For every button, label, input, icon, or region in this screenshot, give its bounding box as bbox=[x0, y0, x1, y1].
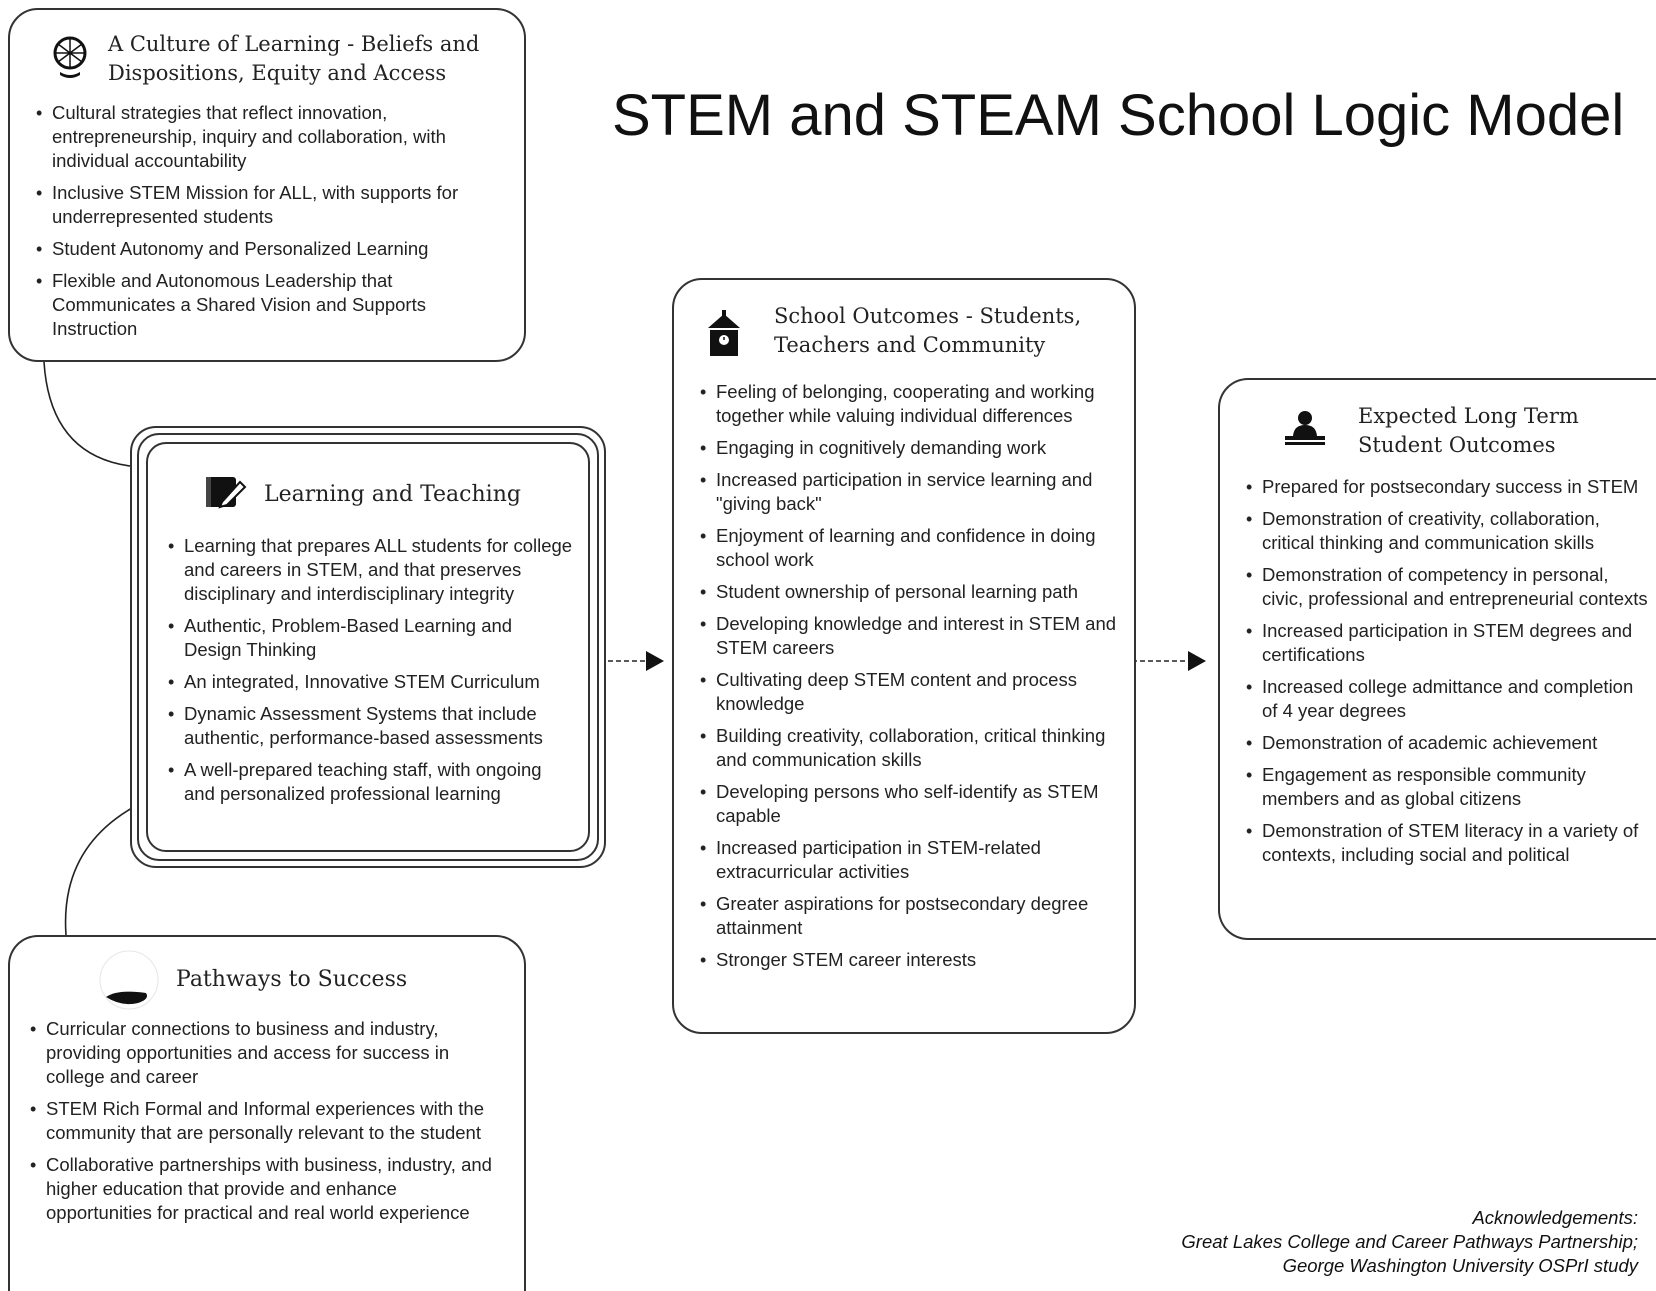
list-item: Greater aspirations for postsecondary de… bbox=[696, 892, 1120, 940]
learning-box-title: Learning and Teaching bbox=[264, 482, 521, 507]
arrowhead-to-longterm bbox=[1188, 651, 1206, 671]
connector-culture-to-learning bbox=[43, 361, 131, 467]
list-item: STEM Rich Formal and Informal experience… bbox=[26, 1097, 506, 1145]
list-item: Increased college admittance and complet… bbox=[1242, 675, 1652, 723]
list-item: Engaging in cognitively demanding work bbox=[696, 436, 1120, 460]
notebook-pencil-icon bbox=[206, 477, 247, 509]
list-item: Stronger STEM career interests bbox=[696, 948, 1120, 972]
list-item: Cultural strategies that reflect innovat… bbox=[32, 101, 502, 173]
pathways-box-title: Pathways to Success bbox=[176, 967, 408, 992]
acknowledgements: Acknowledgements: Great Lakes College an… bbox=[1181, 1206, 1638, 1278]
list-item: A well-prepared teaching staff, with ong… bbox=[164, 758, 574, 806]
list-item: Learning that prepares ALL students for … bbox=[164, 534, 574, 606]
list-item: Inclusive STEM Mission for ALL, with sup… bbox=[32, 181, 502, 229]
page-title: STEM and STEAM School Logic Model bbox=[612, 83, 1625, 148]
school-items-list: Feeling of belonging, cooperating and wo… bbox=[696, 380, 1120, 980]
list-item: Feeling of belonging, cooperating and wo… bbox=[696, 380, 1120, 428]
learning-items-list: Learning that prepares ALL students for … bbox=[164, 534, 574, 814]
list-item: Increased participation in STEM-related … bbox=[696, 836, 1120, 884]
list-item: Curricular connections to business and i… bbox=[26, 1017, 506, 1089]
list-item: An integrated, Innovative STEM Curriculu… bbox=[164, 670, 574, 694]
connector-learning-to-pathways bbox=[64, 807, 133, 936]
list-item: Developing persons who self-identify as … bbox=[696, 780, 1120, 828]
school-outcomes-box: School Outcomes - Students, Teachers and… bbox=[672, 278, 1136, 1034]
long-term-outcomes-box: Expected Long Term Student Outcomes Prep… bbox=[1218, 378, 1656, 940]
list-item: Student ownership of personal learning p… bbox=[696, 580, 1120, 604]
acknowledgements-line: George Washington University OSPrI study bbox=[1282, 1255, 1638, 1276]
acknowledgements-heading: Acknowledgements: bbox=[1472, 1207, 1638, 1228]
culture-of-learning-box: A Culture of Learning - Beliefs and Disp… bbox=[8, 8, 526, 362]
list-item: Demonstration of STEM literacy in a vari… bbox=[1242, 819, 1652, 867]
list-item: Building creativity, collaboration, crit… bbox=[696, 724, 1120, 772]
pathways-box: Pathways to Success Curricular connectio… bbox=[8, 935, 526, 1291]
list-item: Prepared for postsecondary success in ST… bbox=[1242, 475, 1652, 499]
pathways-items-list: Curricular connections to business and i… bbox=[26, 1017, 506, 1233]
acknowledgements-line: Great Lakes College and Career Pathways … bbox=[1181, 1231, 1638, 1252]
list-item: Demonstration of academic achievement bbox=[1242, 731, 1652, 755]
student-at-desk-icon bbox=[1285, 411, 1325, 445]
culture-box-title: A Culture of Learning - Beliefs and Disp… bbox=[108, 32, 480, 85]
schoolhouse-icon bbox=[708, 310, 740, 356]
list-item: Authentic, Problem-Based Learning and De… bbox=[164, 614, 574, 662]
school-box-title: School Outcomes - Students, Teachers and… bbox=[774, 304, 1082, 357]
list-item: Increased participation in service learn… bbox=[696, 468, 1120, 516]
list-item: Developing knowledge and interest in STE… bbox=[696, 612, 1120, 660]
list-item: Demonstration of creativity, collaborati… bbox=[1242, 507, 1652, 555]
list-item: Cultivating deep STEM content and proces… bbox=[696, 668, 1120, 716]
list-item: Collaborative partnerships with business… bbox=[26, 1153, 506, 1225]
list-item: Flexible and Autonomous Leadership that … bbox=[32, 269, 502, 341]
list-item: Demonstration of competency in personal,… bbox=[1242, 563, 1652, 611]
list-item: Dynamic Assessment Systems that include … bbox=[164, 702, 574, 750]
learning-teaching-box: Learning and Teaching Learning that prep… bbox=[146, 442, 590, 852]
long-term-items-list: Prepared for postsecondary success in ST… bbox=[1242, 475, 1652, 875]
list-item: Student Autonomy and Personalized Learni… bbox=[32, 237, 502, 261]
arrowhead-to-school bbox=[646, 651, 664, 671]
pathway-icon bbox=[99, 950, 159, 1010]
culture-items-list: Cultural strategies that reflect innovat… bbox=[32, 101, 502, 349]
globe-icon bbox=[53, 36, 87, 78]
list-item: Enjoyment of learning and confidence in … bbox=[696, 524, 1120, 572]
long-term-box-title: Expected Long Term Student Outcomes bbox=[1358, 404, 1579, 457]
list-item: Engagement as responsible community memb… bbox=[1242, 763, 1652, 811]
list-item: Increased participation in STEM degrees … bbox=[1242, 619, 1652, 667]
